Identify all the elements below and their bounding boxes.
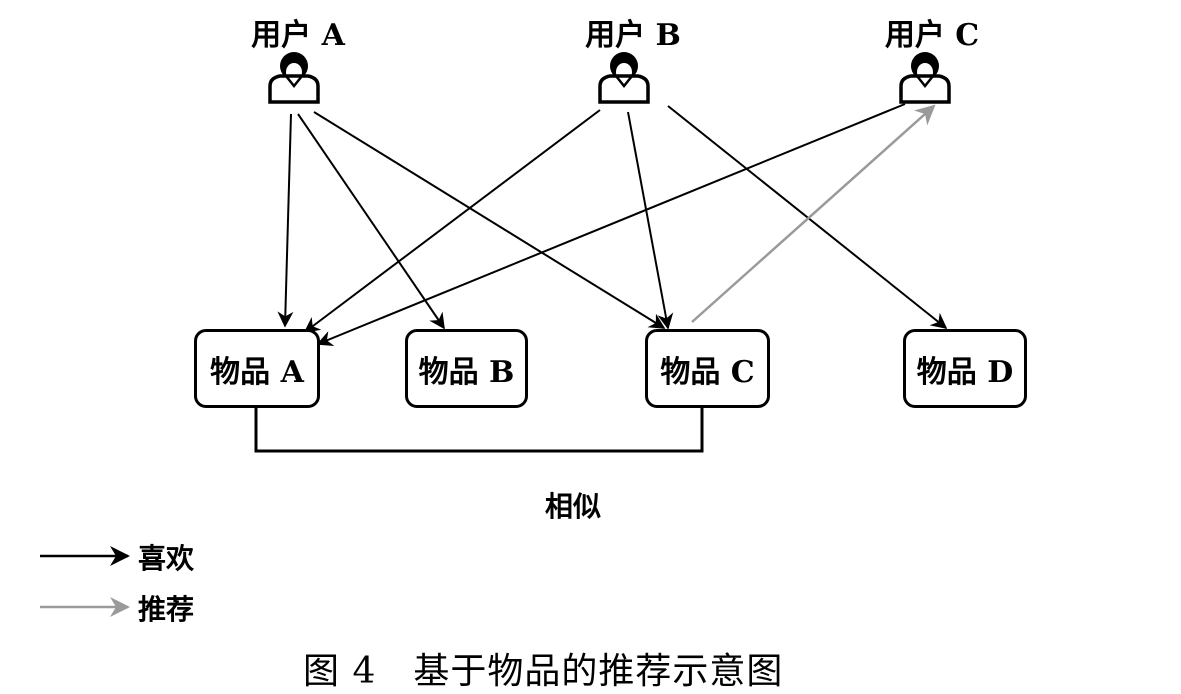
user-b-icon [598,50,650,104]
legend-recommend-label: 推荐 [138,593,195,626]
edge-item-c-user-c-recommend [691,104,936,323]
edge-user-b-item-d [667,105,948,329]
item-b-label: 物品 B [418,354,515,390]
edge-user-a-item-a [277,113,294,328]
edge-user-b-item-c [627,111,674,330]
user-b-label: 用户 B [585,18,681,53]
item-a-label: 物品 A [210,354,304,390]
user-a-icon [268,50,320,104]
user-a-label: 用户 A [251,18,345,53]
similarity-bracket [254,406,704,453]
user-c-icon [899,50,951,104]
similarity-label: 相似 [544,490,602,523]
item-c-label: 物品 C [660,354,755,390]
item-d-box: 物品 D [903,329,1027,408]
item-c-box: 物品 C [645,329,770,408]
edge-user-a-item-c [313,111,666,329]
item-d-label: 物品 D [916,354,1014,390]
item-a-box: 物品 A [194,329,320,408]
edge-user-b-item-a [303,109,601,333]
figure-caption: 图 4 基于物品的推荐示意图 [303,651,784,692]
item-b-box: 物品 B [405,329,528,408]
edge-user-a-item-b [297,113,445,330]
user-c-label: 用户 C [884,18,980,53]
edge-user-c-item-a [316,103,906,346]
legend-like-label: 喜欢 [138,542,195,575]
